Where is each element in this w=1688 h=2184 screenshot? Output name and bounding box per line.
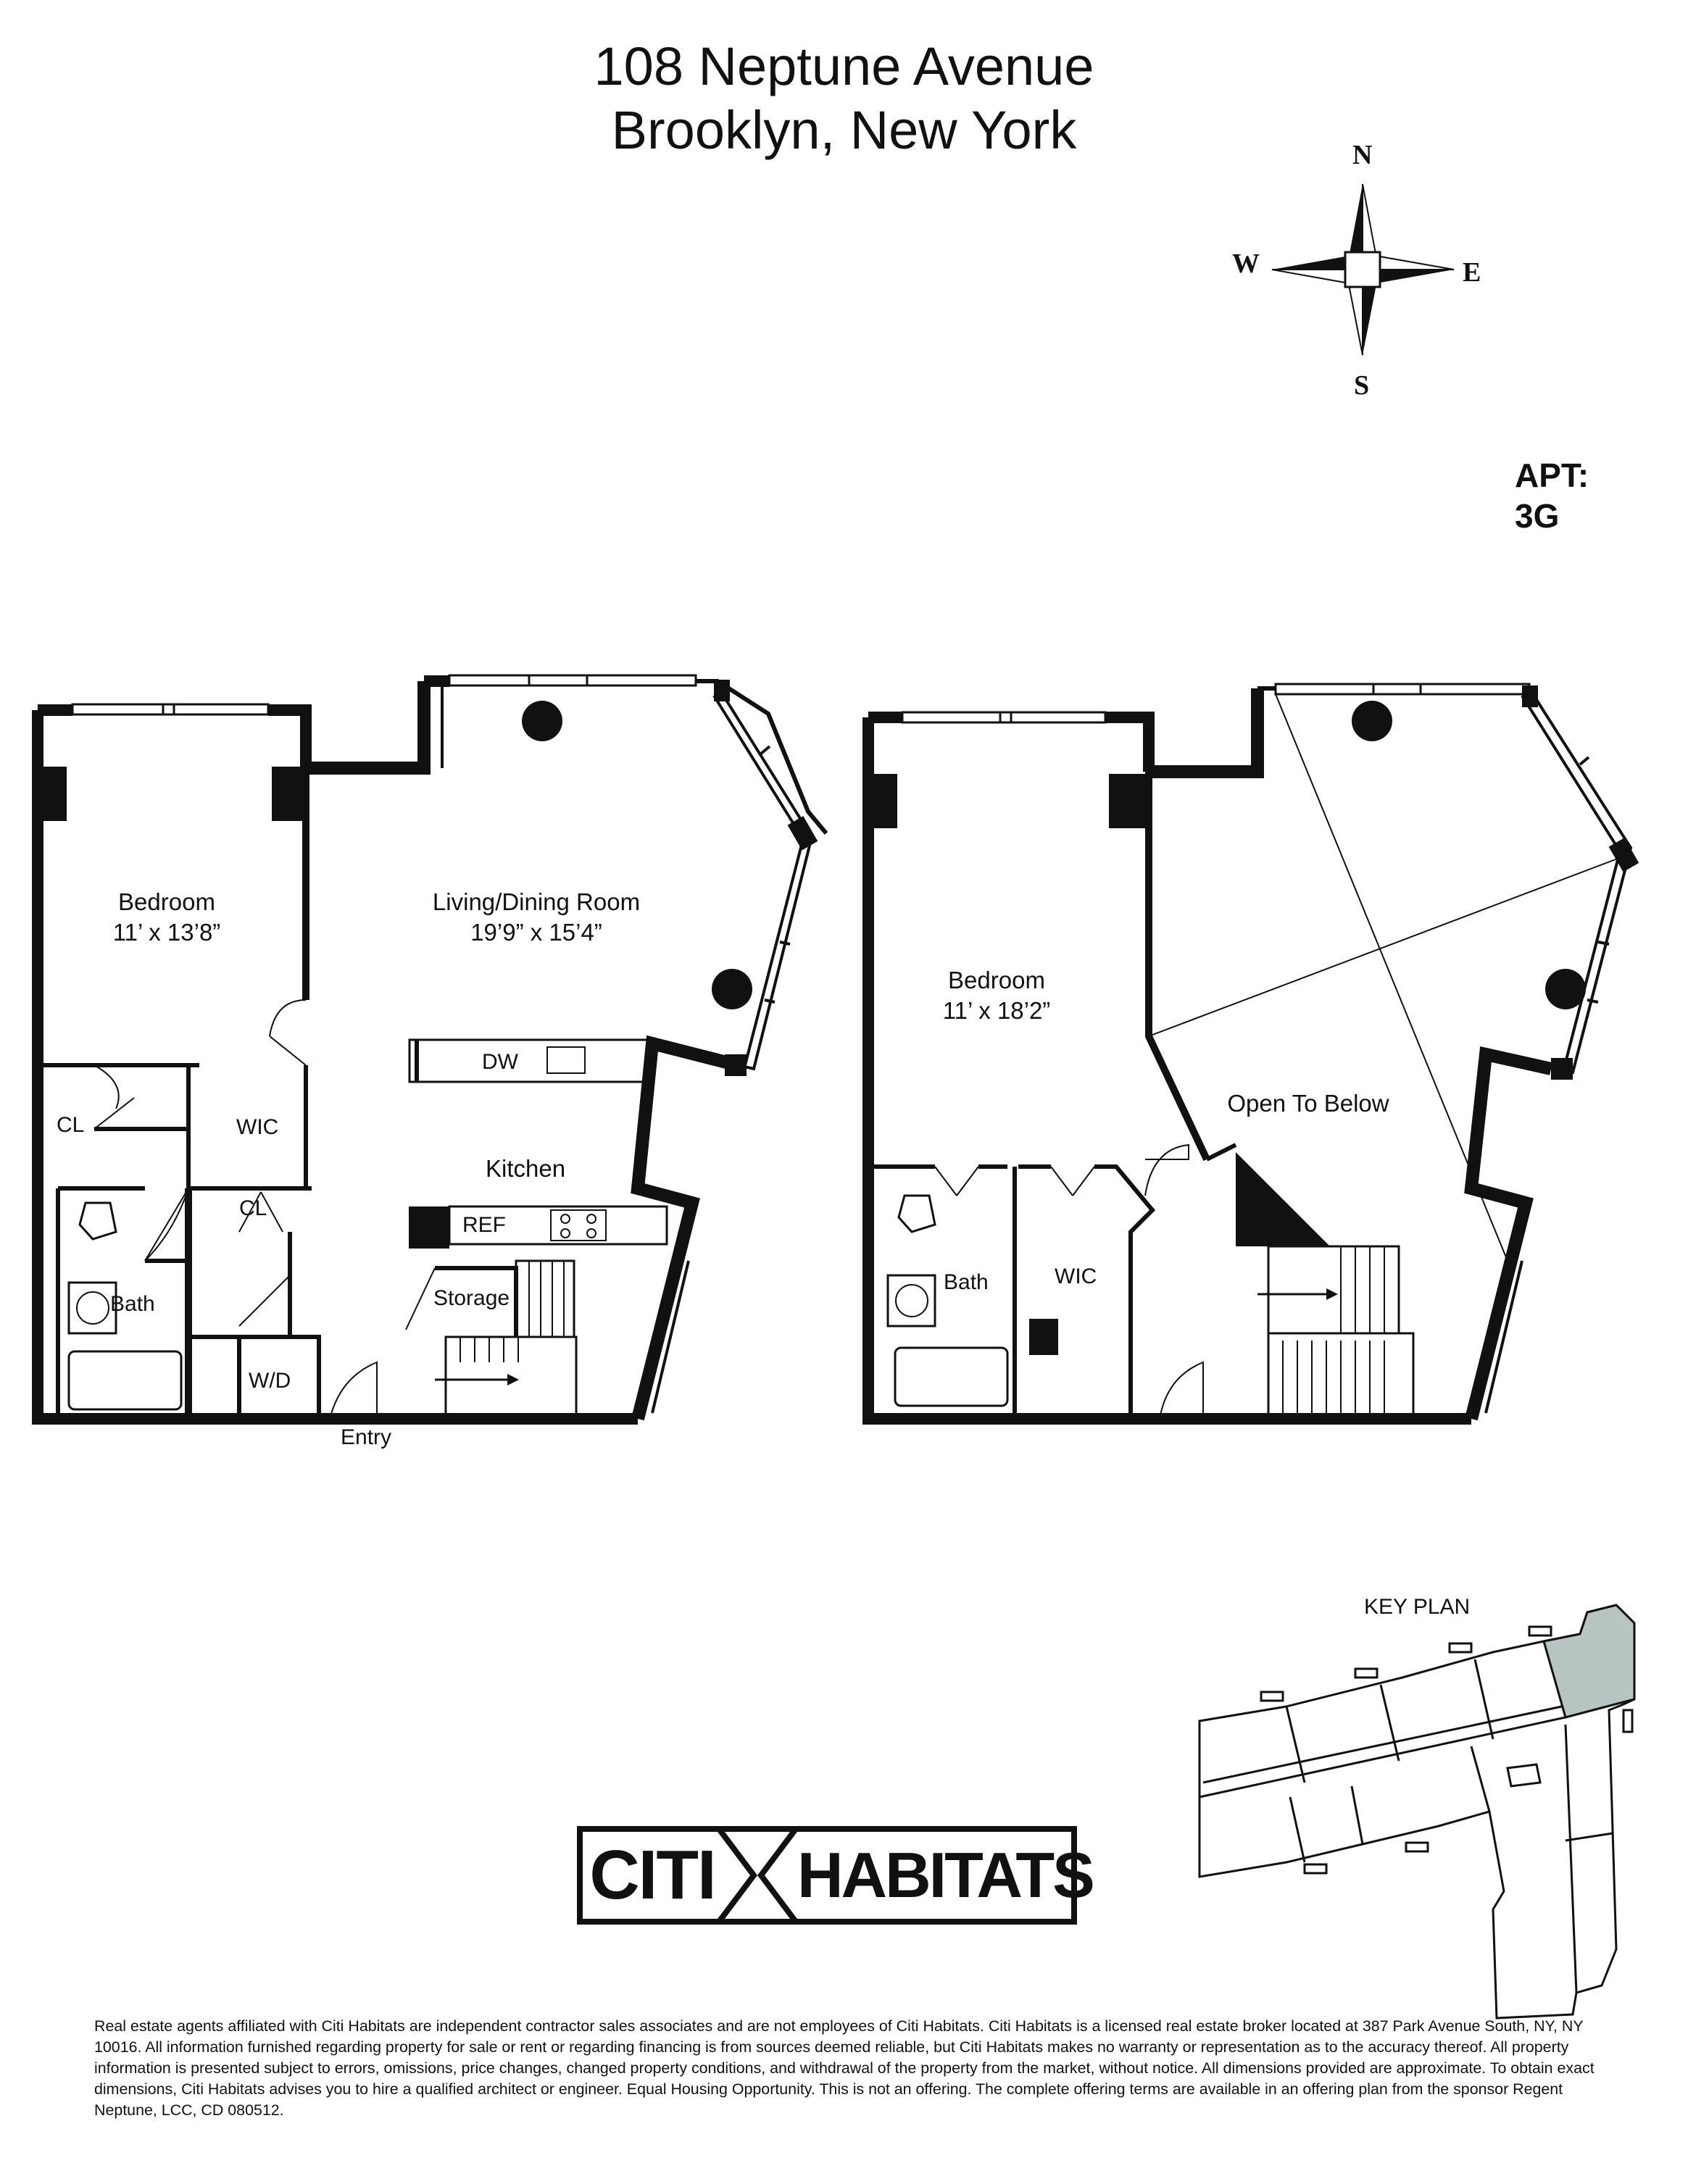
citi-habitats-logo-icon bbox=[577, 1826, 1077, 1925]
compass-north-label: N bbox=[1352, 140, 1373, 170]
compass-south-label: S bbox=[1354, 370, 1370, 401]
entry-label: Entry bbox=[341, 1425, 392, 1449]
upper-bedroom-name: Bedroom bbox=[948, 967, 1045, 993]
logo-habitats-text: HABITATS bbox=[797, 1839, 1095, 1911]
lower-closet-label: CL bbox=[57, 1113, 85, 1137]
apartment-number: 3G bbox=[1515, 497, 1560, 535]
lower-bath-label: Bath bbox=[110, 1292, 155, 1316]
address-line-2: Brooklyn, New York bbox=[611, 100, 1077, 160]
lower-closet-2-label: CL bbox=[239, 1196, 267, 1220]
upper-bath-label: Bath bbox=[944, 1270, 989, 1294]
lower-bedroom-dimensions: 11’ x 13’8” bbox=[112, 919, 221, 946]
refrigerator-label: REF bbox=[462, 1213, 506, 1237]
lower-wic-label: WIC bbox=[236, 1115, 279, 1139]
living-room-name: Living/Dining Room bbox=[432, 888, 641, 915]
compass-west-label: W bbox=[1232, 249, 1260, 279]
storage-label: Storage bbox=[433, 1286, 510, 1310]
kitchen-label: Kitchen bbox=[486, 1155, 566, 1182]
key-plan-title: KEY PLAN bbox=[1364, 1595, 1471, 1619]
washer-dryer-label: W/D bbox=[249, 1369, 291, 1393]
dishwasher-label: DW bbox=[482, 1050, 518, 1074]
apartment-label: APT: bbox=[1515, 457, 1589, 494]
lower-floor-plan bbox=[32, 674, 828, 1425]
living-room-dimensions: 19’9” x 15’4” bbox=[470, 919, 602, 946]
legal-disclaimer: Real estate agents affiliated with Citi … bbox=[94, 2017, 1595, 2119]
upper-wic-label: WIC bbox=[1055, 1264, 1097, 1288]
open-to-below-label: Open To Below bbox=[1227, 1090, 1389, 1117]
address-line-1: 108 Neptune Avenue bbox=[594, 36, 1094, 96]
upper-bedroom-dimensions: 11’ x 18’2” bbox=[942, 997, 1051, 1024]
upper-floor-plan bbox=[862, 683, 1639, 1425]
logo-citi-text: CITI bbox=[589, 1836, 716, 1914]
compass-east-label: E bbox=[1463, 257, 1481, 288]
key-plan-diagram bbox=[1198, 1604, 1636, 2020]
compass-rose-icon bbox=[1271, 183, 1455, 356]
lower-bedroom-name: Bedroom bbox=[118, 888, 215, 915]
